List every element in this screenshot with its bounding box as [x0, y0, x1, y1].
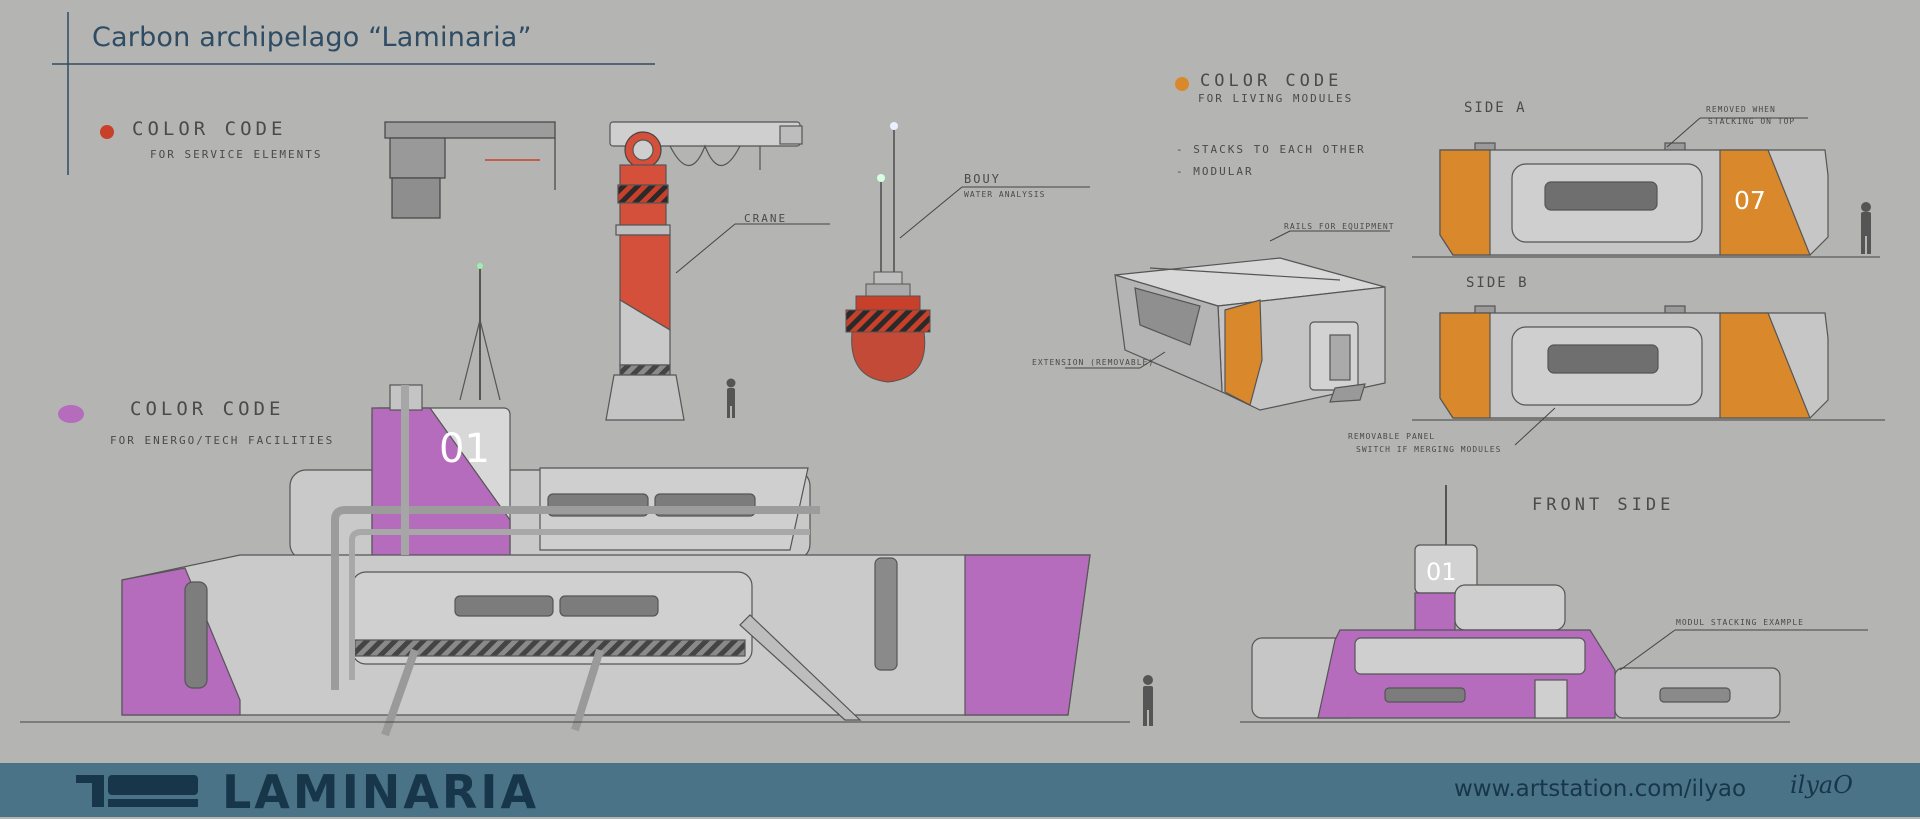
living-module-side-a — [1412, 142, 1880, 258]
bouy-sketch — [845, 122, 931, 383]
energo-facility-side — [20, 263, 1130, 737]
living-legend-subtitle: for living modules — [1198, 92, 1354, 105]
human-scale-figure-1 — [726, 378, 736, 418]
concept-sheet: 01 01 Carbon archipelago “Laminaria” — [20, 12, 1885, 737]
artist-signature: ilyaO — [1790, 771, 1853, 799]
energo-legend-title: Color code — [130, 398, 285, 420]
stacking-example-label: Modul stacking example — [1676, 618, 1804, 627]
removable-panel-line-2: switch if merging modules — [1356, 445, 1502, 454]
service-color-dot — [100, 125, 114, 139]
side-b-label: Side B — [1466, 275, 1529, 291]
bouy-callout-line — [899, 186, 963, 239]
footer-bar: LAMINARIA www.artstation.com/ilyao ilyaO — [0, 763, 1920, 819]
crane-callout-line — [675, 223, 736, 274]
note-stacks: - Stacks to each other — [1176, 143, 1366, 156]
crane-label: Crane — [744, 212, 788, 225]
concept-art: 01 01 — [20, 12, 1885, 737]
small-crane-sketch — [384, 121, 556, 219]
living-color-dot — [1175, 77, 1189, 91]
removable-panel-line-1: Removable panel — [1348, 432, 1436, 441]
energo-legend-subtitle: for energo/tech facilities — [110, 434, 335, 447]
service-legend-title: Color code — [132, 118, 287, 140]
energo-color-dot — [58, 405, 84, 423]
extension-label: Extension (removable) — [1032, 358, 1155, 367]
living-module-number: 07 — [1734, 186, 1766, 215]
brand-wordmark: LAMINARIA — [222, 765, 540, 819]
front-module-number: 01 — [1426, 558, 1457, 586]
service-legend-subtitle: for service elements — [150, 148, 323, 161]
front-side-label: Front side — [1532, 495, 1675, 515]
side-a-note-line-1: Removed when — [1706, 105, 1776, 114]
bouy-sublabel: water analysis — [964, 190, 1046, 199]
human-scale-figure-3 — [1143, 675, 1153, 726]
page-title: Carbon archipelago “Laminaria” — [92, 22, 532, 53]
living-module-isometric — [1114, 257, 1386, 411]
artstation-url[interactable]: www.artstation.com/ilyao — [1454, 776, 1747, 802]
bouy-label: Bouy — [964, 172, 1001, 186]
side-a-label: Side A — [1464, 100, 1527, 116]
crane-sketch — [605, 121, 803, 421]
living-module-side-b — [1412, 305, 1885, 421]
living-legend-title: Color code — [1200, 71, 1343, 91]
side-a-note-line-2: stacking on top — [1708, 117, 1796, 126]
note-modular: - Modular — [1176, 165, 1254, 178]
front-side-stacking-sketch — [1240, 485, 1790, 723]
laminaria-logo-icon — [76, 775, 198, 807]
rails-label: rails for equipment — [1284, 222, 1395, 231]
energo-module-number: 01 — [439, 426, 490, 472]
human-scale-figure-2 — [1861, 202, 1871, 254]
